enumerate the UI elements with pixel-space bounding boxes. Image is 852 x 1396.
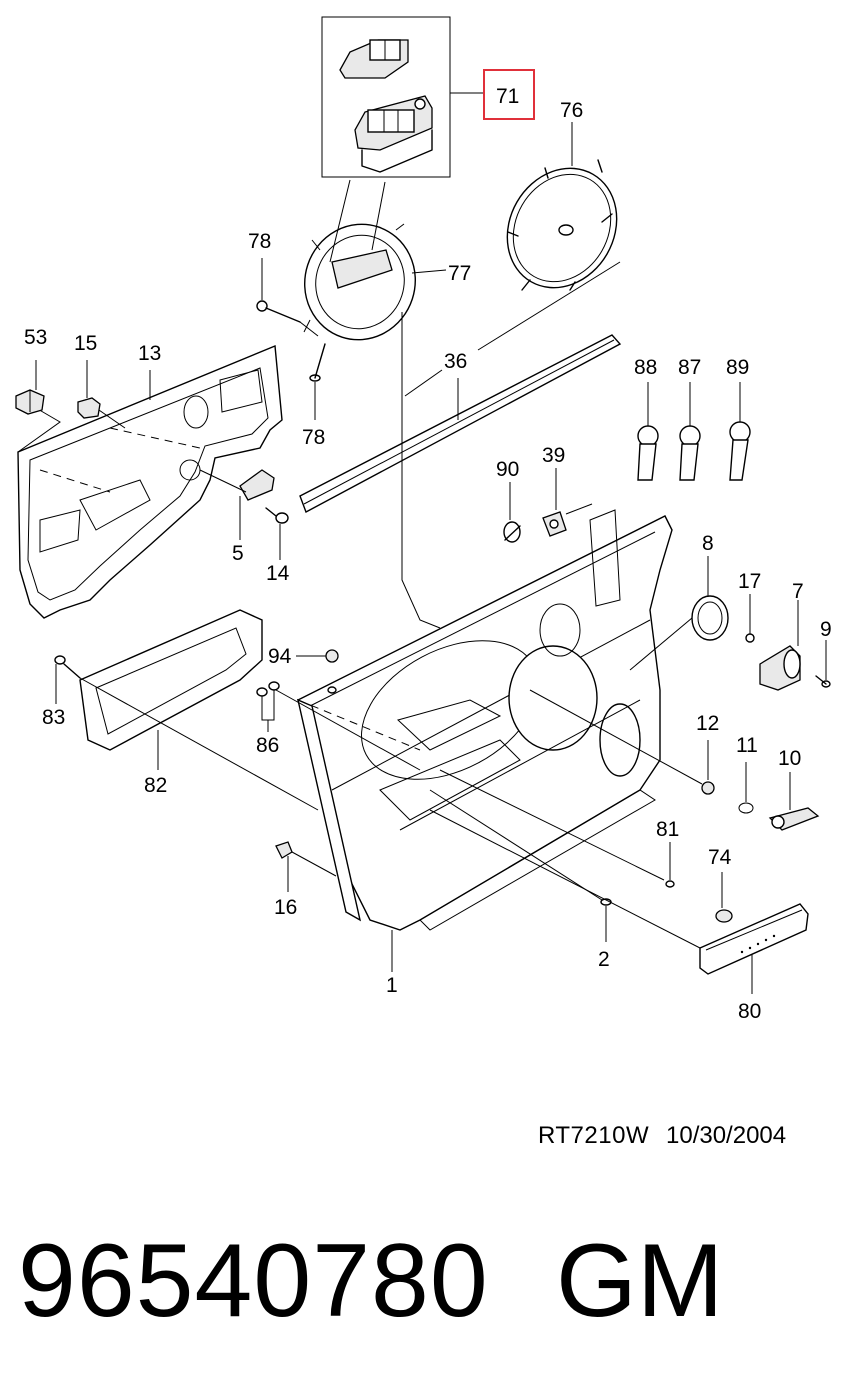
backing-panel-13 xyxy=(17,344,283,619)
callout-78-upper: 78 xyxy=(248,230,271,253)
speaker-76 xyxy=(506,159,618,291)
speaker-bezel-77 xyxy=(303,223,416,341)
screw-86 xyxy=(256,681,280,697)
callout-15: 15 xyxy=(74,332,97,355)
clip-17 xyxy=(745,633,755,643)
callout-11: 11 xyxy=(736,734,758,757)
speaker-grille-8 xyxy=(691,595,729,641)
callout-81: 81 xyxy=(656,818,679,841)
callout-5: 5 xyxy=(232,542,244,565)
window-switch-inset xyxy=(321,16,451,178)
callout-12: 12 xyxy=(696,712,719,735)
callout-10: 10 xyxy=(778,747,801,770)
callout-14: 14 xyxy=(266,562,290,585)
highlight-box-71 xyxy=(483,69,535,120)
inner-handle-7 xyxy=(759,645,801,691)
escutcheon-12 xyxy=(701,781,715,795)
callout-74: 74 xyxy=(708,846,732,869)
window-crank-10 xyxy=(768,807,820,831)
callout-8: 8 xyxy=(702,532,714,555)
callout-16: 16 xyxy=(274,896,297,919)
trim-key-87 xyxy=(679,425,701,481)
cap-74 xyxy=(715,909,733,923)
brand-name: GM xyxy=(556,1223,724,1339)
clip-39 xyxy=(542,511,567,537)
callout-39: 39 xyxy=(542,444,565,467)
callout-89: 89 xyxy=(726,356,749,379)
screw-78-lower xyxy=(309,343,326,382)
trim-key-88 xyxy=(637,425,659,481)
callout-78-lower: 78 xyxy=(302,426,325,449)
part-number: 96540780 xyxy=(18,1223,489,1339)
callout-86: 86 xyxy=(256,734,279,757)
grommet-90 xyxy=(503,521,521,543)
trim-key-89 xyxy=(729,421,751,481)
screw-14 xyxy=(265,507,289,524)
screw-78-upper xyxy=(256,300,301,323)
screw-81 xyxy=(665,880,675,888)
screw-9 xyxy=(815,675,831,688)
callout-90: 90 xyxy=(496,458,519,481)
callout-1: 1 xyxy=(386,974,398,997)
callout-87: 87 xyxy=(678,356,701,379)
callout-17: 17 xyxy=(738,570,761,593)
armrest-pad-82 xyxy=(79,609,263,751)
weatherstrip-36 xyxy=(299,334,622,513)
pull-handle-80 xyxy=(699,903,809,975)
door-trim-panel-1 xyxy=(297,509,673,931)
callout-7: 7 xyxy=(792,580,804,603)
callout-76: 76 xyxy=(560,99,583,122)
callout-13: 13 xyxy=(138,342,161,365)
callout-80: 80 xyxy=(738,1000,761,1023)
callout-36: 36 xyxy=(444,350,467,373)
callout-82: 82 xyxy=(144,774,167,797)
drawing-code: RT7210W xyxy=(538,1122,650,1149)
callout-9: 9 xyxy=(820,618,832,641)
callout-88: 88 xyxy=(634,356,657,379)
callout-83: 83 xyxy=(42,706,65,729)
callout-53: 53 xyxy=(24,326,47,349)
bracket-5 xyxy=(239,469,275,501)
callout-71: 71 xyxy=(496,85,519,108)
screw-83 xyxy=(54,655,81,679)
clip-15 xyxy=(77,397,101,419)
clip-53 xyxy=(15,389,45,415)
clip-16 xyxy=(275,841,293,859)
drawing-date: 10/30/2004 xyxy=(666,1122,787,1149)
callout-2: 2 xyxy=(598,948,610,971)
callout-77: 77 xyxy=(448,262,471,285)
spacer-11 xyxy=(738,802,754,814)
callout-94: 94 xyxy=(268,645,292,668)
